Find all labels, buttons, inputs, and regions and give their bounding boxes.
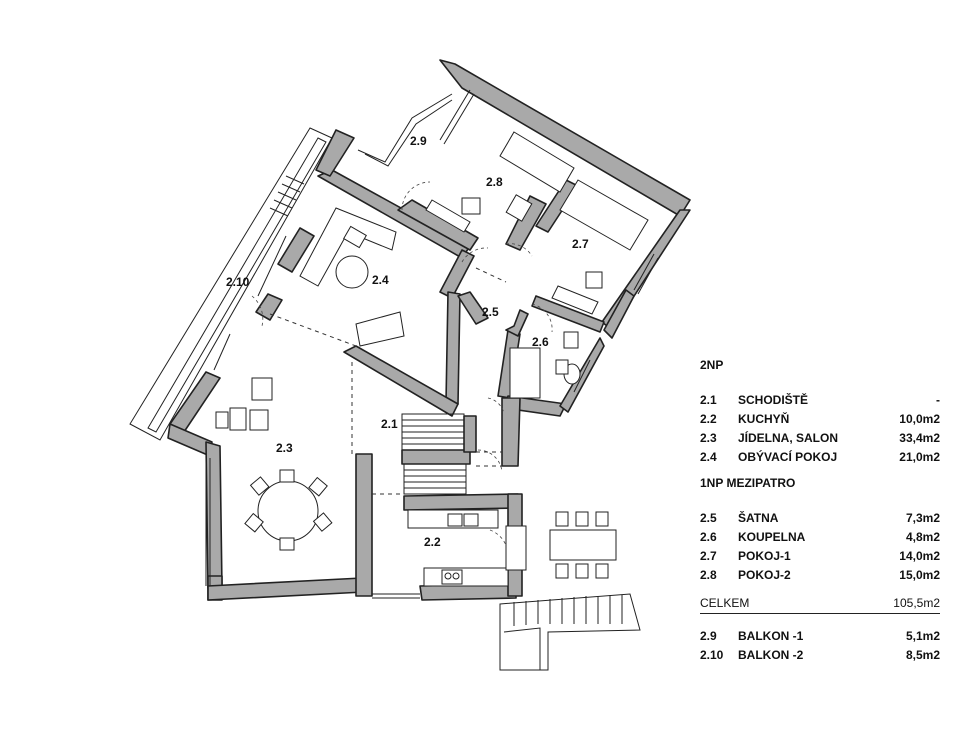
legend-area: 14,0m2 — [899, 548, 940, 563]
legend-row: 2.1 SCHODIŠTĚ - — [700, 390, 940, 409]
legend-row: 2.2 KUCHYŇ 10,0m2 — [700, 409, 940, 428]
legend-area: 8,5m2 — [905, 647, 940, 662]
legend-num: 2.3 — [700, 430, 717, 445]
room-label-2-7: 2.7 — [572, 237, 589, 251]
room-label-2-8: 2.8 — [486, 175, 503, 189]
legend-num: 2.1 — [700, 392, 717, 407]
legend-area: 21,0m2 — [899, 449, 940, 464]
legend-area: 10,0m2 — [899, 411, 940, 426]
legend-name: ŠATNA — [738, 510, 779, 525]
legend-total: CELKEM 105,5m2 — [700, 594, 940, 614]
room-label-2-1: 2.1 — [381, 417, 398, 431]
furniture — [215, 131, 649, 587]
legend-area: 15,0m2 — [899, 567, 940, 582]
legend-area: 7,3m2 — [905, 510, 940, 525]
windows — [205, 89, 659, 599]
room-label-2-10: 2.10 — [226, 275, 250, 289]
legend-section-2np: 2NP — [700, 358, 724, 372]
legend-row: 2.7 POKOJ-1 14,0m2 — [700, 546, 940, 565]
room-label-2-3: 2.3 — [276, 441, 293, 455]
legend-num: 2.6 — [700, 529, 717, 544]
room-label-2-4: 2.4 — [372, 273, 389, 287]
legend-name: KOUPELNA — [738, 529, 806, 544]
legend-num: 2.7 — [700, 548, 717, 563]
balcony-2-9 — [357, 93, 453, 163]
legend-name: JÍDELNA, SALON — [738, 430, 839, 445]
legend-area: 33,4m2 — [899, 430, 940, 445]
walls — [167, 59, 691, 601]
legend-row: 2.6 KOUPELNA 4,8m2 — [700, 527, 940, 546]
legend-row: 2.5 ŠATNA 7,3m2 — [700, 508, 940, 527]
balcony-2-10 — [129, 127, 333, 441]
room-legend: 2NP 2.1 SCHODIŠTĚ - 2.2 KUCHYŇ 10,0m2 2.3 JÍD… — [700, 358, 940, 664]
legend-name: SCHODIŠTĚ — [738, 392, 809, 407]
legend-name: BALKON -2 — [738, 647, 804, 662]
legend-name: OBÝVACÍ POKOJ — [738, 449, 838, 464]
legend-num: 2.2 — [700, 411, 717, 426]
legend-num: 2.9 — [700, 628, 717, 643]
legend-area: 5,1m2 — [905, 628, 940, 643]
legend-num: 2.4 — [700, 449, 717, 464]
legend-num: 2.8 — [700, 567, 717, 582]
room-label-2-9: 2.9 — [410, 134, 427, 148]
room-label-2-5: 2.5 — [482, 305, 499, 319]
legend-row: 2.10 BALKON -2 8,5m2 — [700, 645, 940, 664]
legend-num: 2.5 — [700, 510, 717, 525]
room-labels: 2.1 2.2 2.3 2.4 2.5 2.6 2.7 2.8 2.9 2.10 — [226, 134, 589, 549]
external-stair — [499, 593, 641, 671]
legend-row: 2.9 BALKON -1 5,1m2 — [700, 626, 940, 645]
room-label-2-2: 2.2 — [424, 535, 441, 549]
legend-name: POKOJ-2 — [738, 567, 791, 582]
legend-row: 2.3 JÍDELNA, SALON 33,4m2 — [700, 428, 940, 447]
staircase-2-1 — [401, 413, 467, 495]
legend-section-1np: 1NP MEZIPATRO — [700, 476, 796, 490]
doors — [251, 181, 553, 561]
room-label-2-6: 2.6 — [532, 335, 549, 349]
legend-name: BALKON -1 — [738, 628, 804, 643]
legend-total-area: 105,5m2 — [893, 596, 940, 610]
legend-num: 2.10 — [700, 647, 724, 662]
legend-row: 2.4 OBÝVACÍ POKOJ 21,0m2 — [700, 447, 940, 466]
legend-row: 2.8 POKOJ-2 15,0m2 — [700, 565, 940, 584]
legend-total-name: CELKEM — [700, 596, 750, 610]
balcony-2-10-stair — [269, 175, 305, 217]
legend-name: KUCHYŇ — [738, 411, 790, 426]
legend-area: - — [936, 392, 940, 407]
legend-name: POKOJ-1 — [738, 548, 791, 563]
legend-area: 4,8m2 — [905, 529, 940, 544]
